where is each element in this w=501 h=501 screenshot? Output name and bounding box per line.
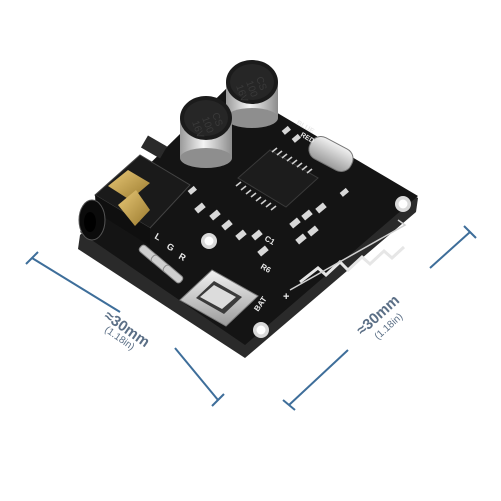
capacitor-top-line1: CS [253, 75, 268, 92]
micro-usb-port [179, 269, 259, 327]
main-ic-chip [235, 147, 319, 211]
capacitor-left [180, 96, 232, 168]
capacitor-top [226, 60, 278, 128]
capacitor-left-line1: CS [209, 111, 224, 128]
dimension-right [282, 225, 477, 411]
dimension-left [25, 251, 225, 407]
smd-components [187, 125, 349, 257]
crystal-oscillator [308, 135, 354, 173]
label-plus: + [283, 291, 289, 303]
pin-label-r: R [177, 251, 188, 263]
pin-label-l: L [153, 231, 163, 243]
board-outline-trace [289, 219, 407, 291]
header-pins [138, 244, 184, 284]
audio-jack [78, 135, 191, 246]
pin-label-g: G [165, 241, 176, 253]
